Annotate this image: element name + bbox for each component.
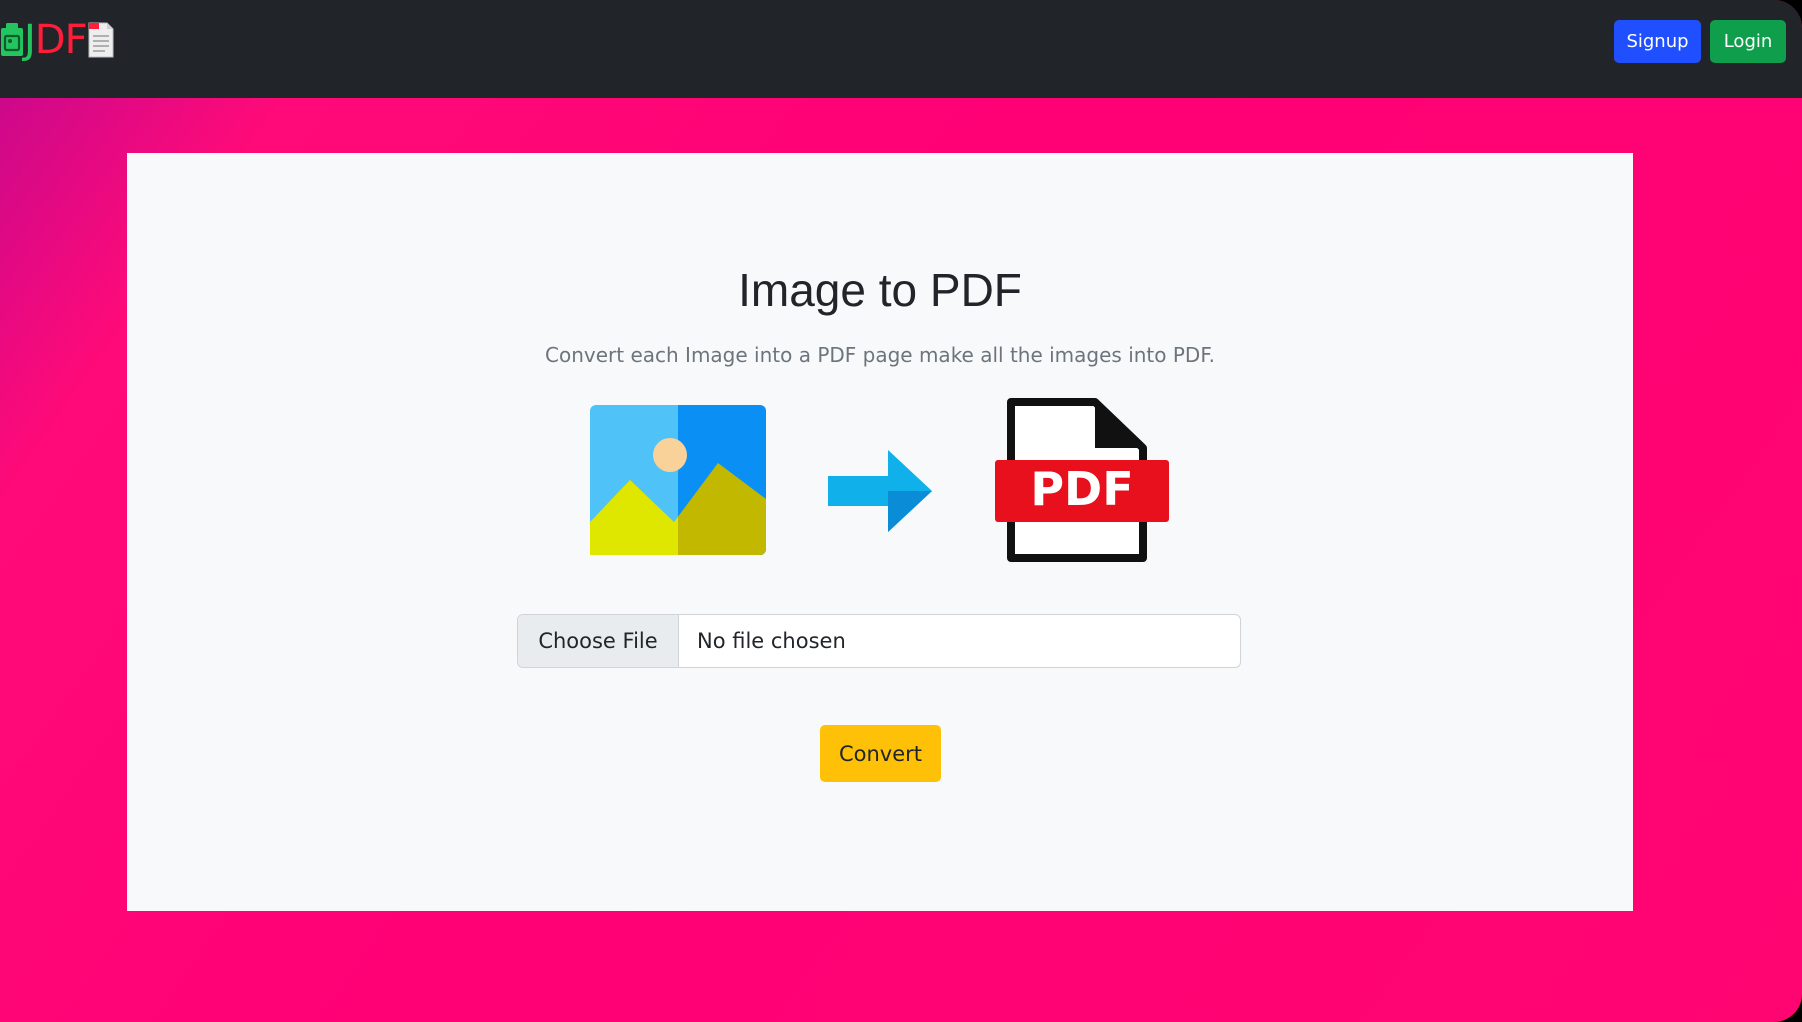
page-title: Image to PDF: [738, 264, 1022, 316]
converter-card: Image to PDF Convert each Image into a P…: [127, 153, 1633, 911]
file-input[interactable]: Choose File No file chosen: [517, 614, 1241, 668]
logo-letter-j: J: [24, 17, 36, 63]
brand-logo[interactable]: J DF: [0, 18, 115, 62]
login-button[interactable]: Login: [1710, 20, 1786, 63]
logo-letters-df: DF: [34, 17, 88, 63]
navbar: J DF Signup Login: [0, 0, 1802, 98]
convert-button[interactable]: Convert: [820, 725, 941, 782]
signup-button[interactable]: Signup: [1614, 20, 1701, 63]
pdf-label: PDF: [1030, 462, 1133, 516]
document-icon: [88, 22, 114, 58]
image-logo-icon: [1, 23, 23, 56]
choose-file-button[interactable]: Choose File: [518, 615, 679, 667]
image-icon: [590, 405, 766, 555]
file-status-text: No file chosen: [697, 629, 846, 653]
pdf-file-icon: PDF: [995, 398, 1169, 562]
page-description: Convert each Image into a PDF page make …: [545, 343, 1215, 367]
arrow-right-icon: [828, 450, 932, 532]
